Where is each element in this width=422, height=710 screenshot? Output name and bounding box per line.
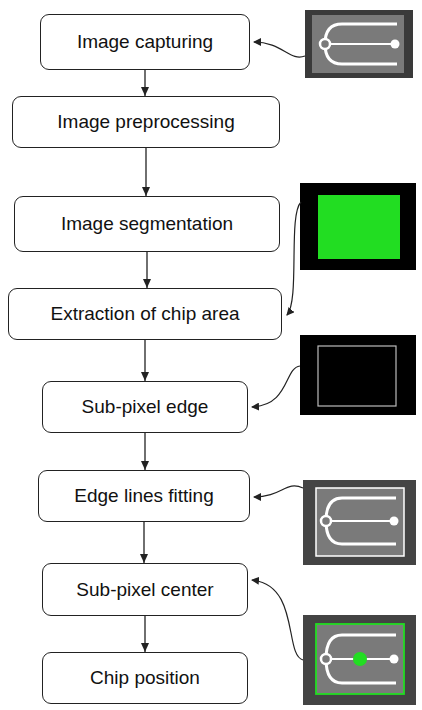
flow-arrow	[145, 148, 146, 196]
process-box: Sub-pixel center	[42, 563, 248, 616]
box-label: Chip position	[90, 667, 200, 689]
process-box: Edge lines fitting	[38, 470, 250, 522]
box-label: Edge lines fitting	[74, 485, 213, 507]
process-box: Extraction of chip area	[8, 288, 282, 340]
flow-arrow	[144, 616, 145, 652]
box-label: Extraction of chip area	[50, 303, 239, 325]
process-box: Image capturing	[40, 14, 250, 70]
segmentation-image	[300, 183, 416, 270]
flow-arrow	[144, 340, 145, 381]
box-label: Image preprocessing	[57, 111, 234, 133]
flow-arrow	[146, 252, 147, 288]
flow-arrow	[144, 433, 145, 470]
center-image	[303, 615, 416, 705]
chip-photo	[305, 10, 413, 78]
line-fit-image	[303, 480, 416, 565]
process-box: Sub-pixel edge	[42, 381, 248, 433]
box-label: Sub-pixel edge	[82, 396, 209, 418]
process-box: Image preprocessing	[12, 96, 280, 148]
flow-arrow	[143, 522, 144, 563]
process-box: Chip position	[42, 652, 248, 704]
box-label: Sub-pixel center	[76, 579, 213, 601]
box-label: Image segmentation	[61, 213, 233, 235]
edge-image	[300, 335, 416, 415]
box-label: Image capturing	[77, 31, 213, 53]
process-box: Image segmentation	[14, 196, 280, 252]
flow-arrow	[144, 70, 145, 96]
